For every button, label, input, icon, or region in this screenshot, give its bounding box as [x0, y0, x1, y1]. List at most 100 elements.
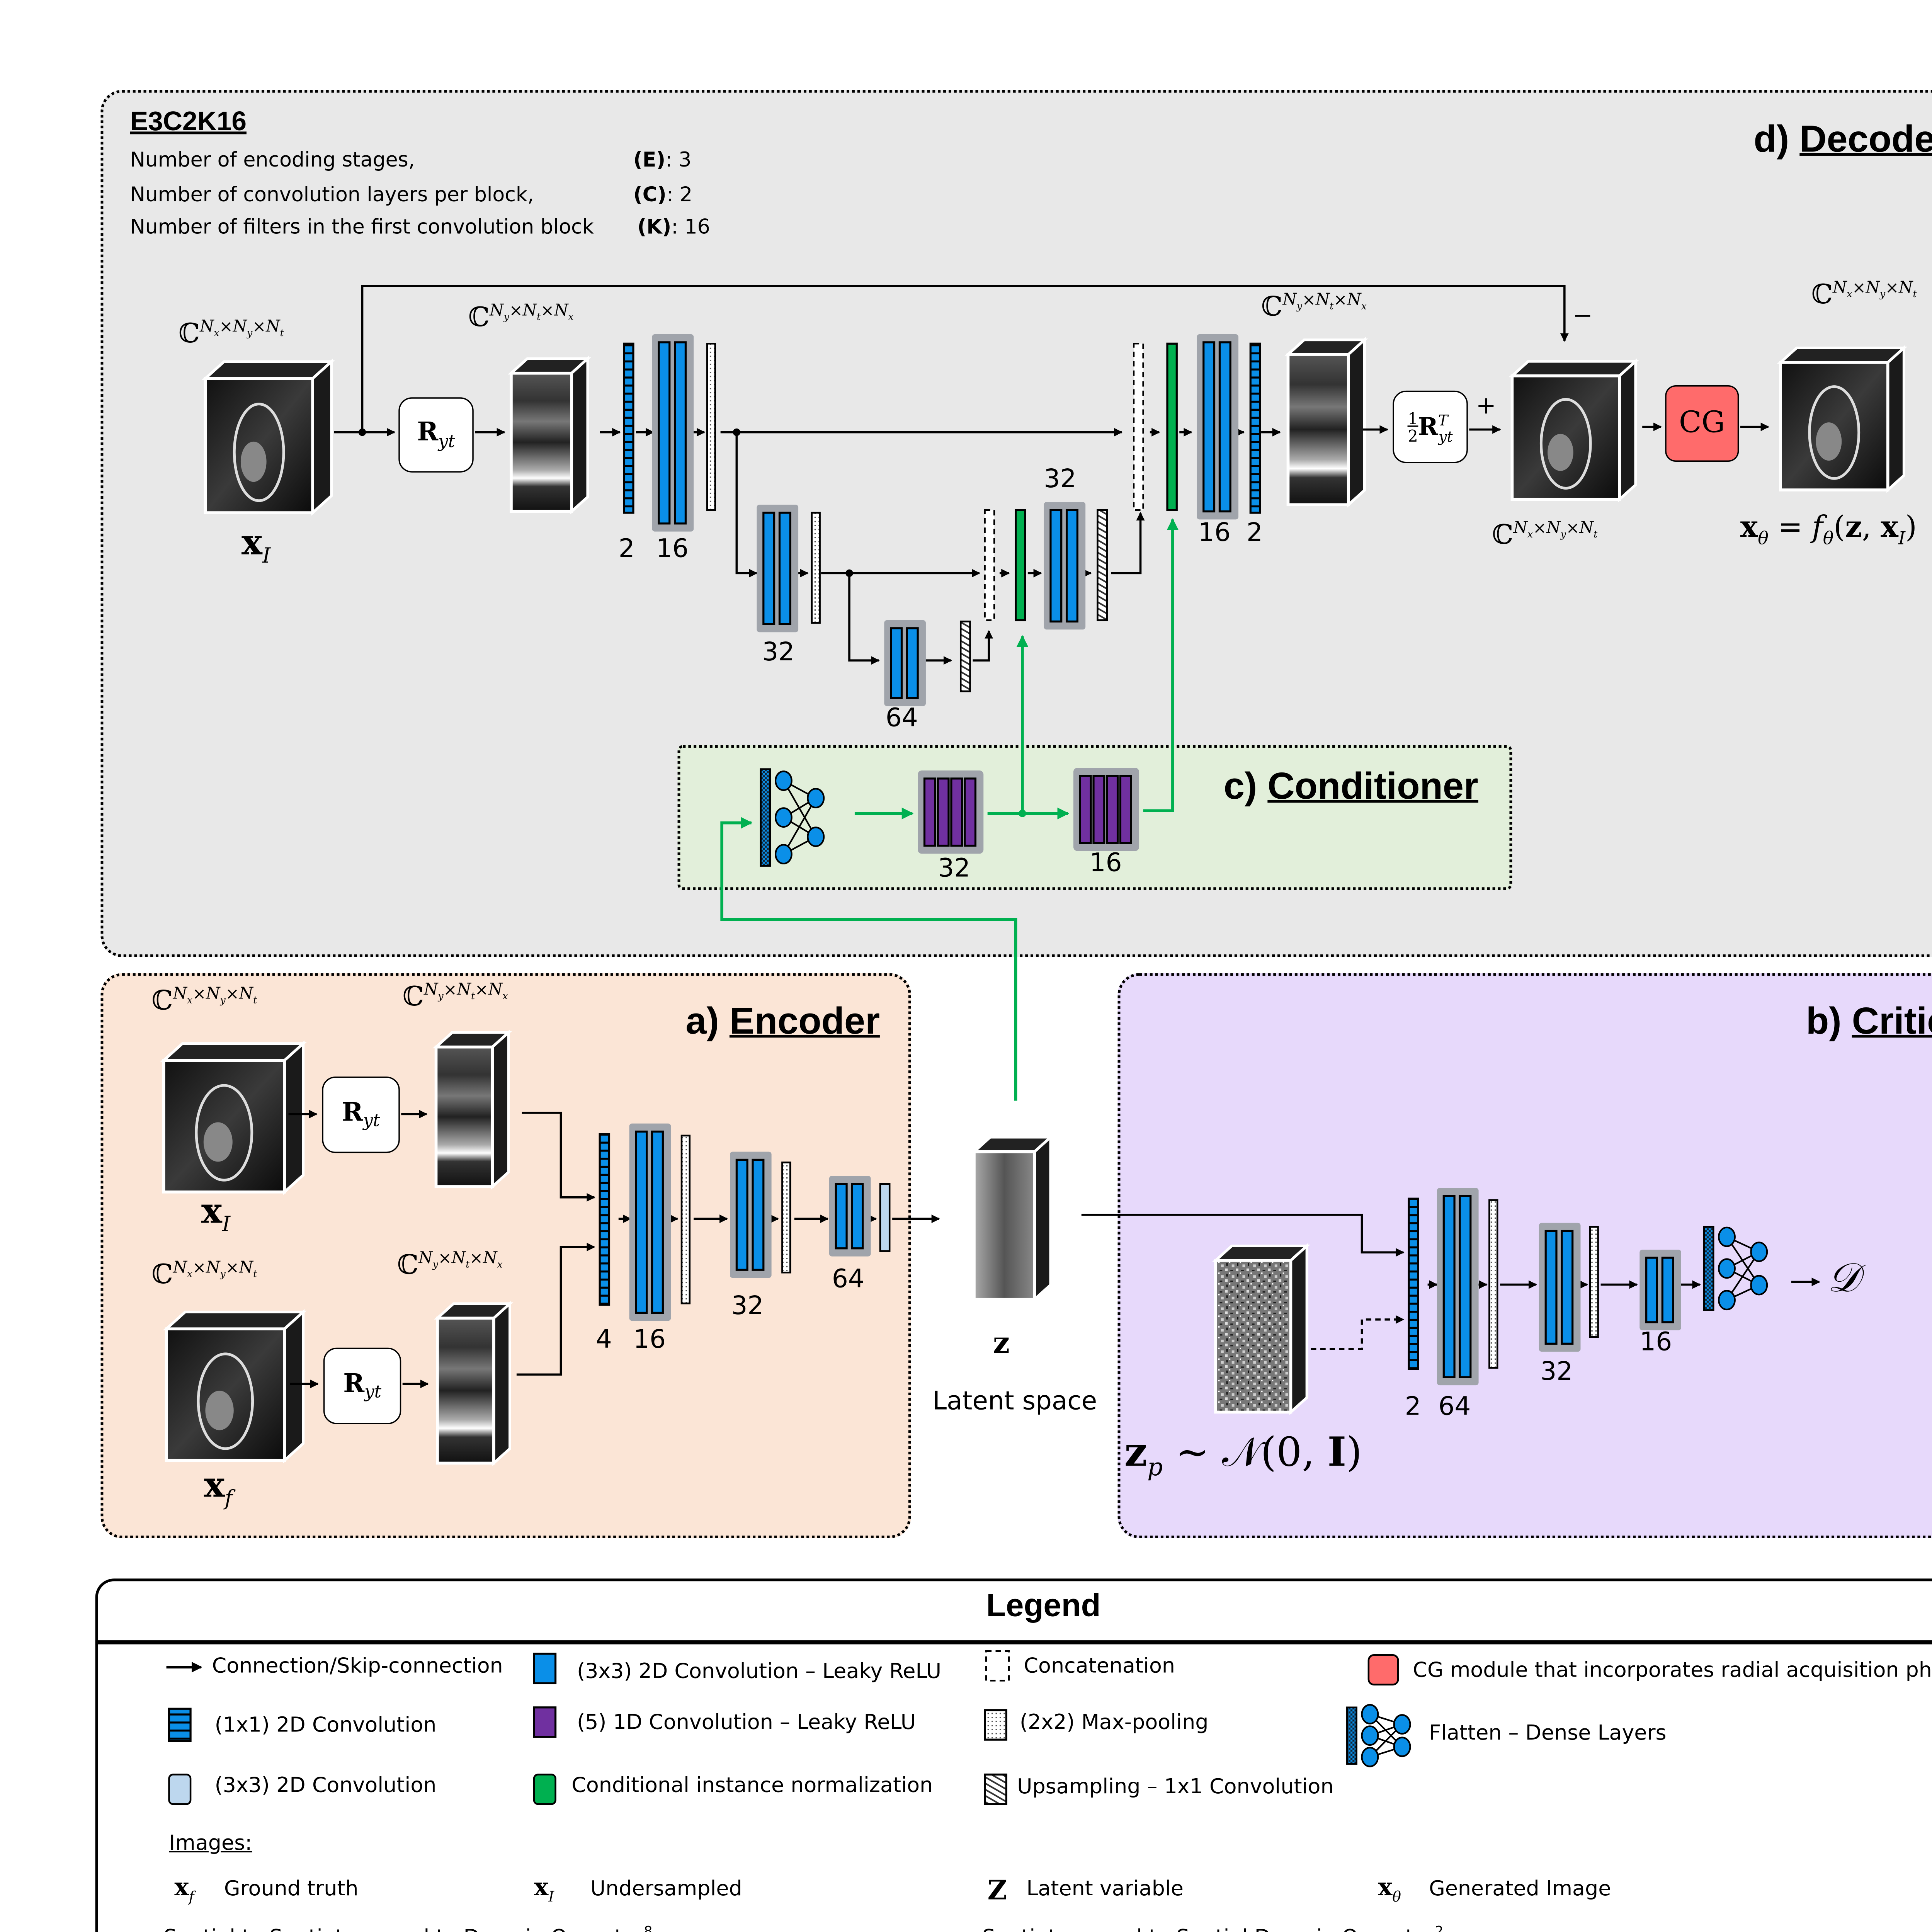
dense-neuron — [1750, 1275, 1768, 1296]
encoder-title: a) Encoder — [685, 1000, 880, 1042]
cube-side-face — [1347, 337, 1366, 508]
unet-enc2-count: 32 — [762, 638, 795, 667]
encoder-xf-yt-volume — [434, 1301, 514, 1466]
legend-xi-label: Undersampled — [590, 1876, 742, 1901]
cube-top-face — [160, 1042, 307, 1062]
critic-in-1x1-count: 2 — [1405, 1392, 1421, 1422]
conditioner-conv1d-block2 — [1073, 768, 1139, 851]
anatomy-structure — [240, 441, 267, 482]
config-row-conv-layers: Number of convolution layers per block, — [130, 182, 534, 207]
cube-side-face — [311, 359, 333, 516]
cube-front-face — [1214, 1259, 1293, 1414]
legend-label-cg-module: CG module that incorporates radial acqui… — [1413, 1658, 1932, 1682]
unet-in-1x1-count: 2 — [618, 534, 635, 564]
encoder-xi-yt-volume — [432, 1029, 512, 1190]
prior-noise-volume — [1212, 1243, 1311, 1415]
cube-side-face — [283, 1040, 305, 1195]
dense-neuron — [1718, 1258, 1736, 1279]
legend-label-conv3x3: (3x3) 2D Convolution — [214, 1773, 437, 1798]
decoder-output-volume — [1777, 345, 1908, 493]
decoder-ups1 — [959, 621, 971, 692]
cg-module: CG — [1665, 385, 1739, 462]
conv-layer — [1049, 509, 1063, 623]
dense-neuron — [807, 788, 825, 808]
conv-layer — [1065, 509, 1078, 623]
cube-front-face — [1286, 353, 1350, 507]
legend-panel — [95, 1578, 1932, 1932]
unet-enc1-count: 16 — [656, 534, 689, 564]
cube-front-face — [510, 371, 573, 513]
conv1d-layer — [1106, 775, 1119, 844]
legend-z-symbol: Z — [987, 1874, 1007, 1906]
cube-top-face — [1777, 346, 1908, 364]
encoder-xf-volume — [163, 1309, 307, 1464]
legend-maxpool-icon — [984, 1709, 1007, 1741]
decoder-enc1-block — [652, 334, 694, 532]
decoder-input-volume — [202, 359, 335, 516]
legend-label-conv1d-lrelu: (5) 1D Convolution – Leaky ReLU — [577, 1710, 916, 1735]
cube-top-face — [163, 1310, 307, 1330]
encoder-block1 — [629, 1123, 671, 1321]
conv-layer — [835, 1183, 848, 1250]
anatomy-outline — [197, 1352, 254, 1450]
encoder-block1-count: 16 — [633, 1325, 666, 1355]
critic-block2-count: 32 — [1540, 1357, 1573, 1387]
anatomy-outline — [1539, 398, 1592, 490]
encoder-block2-count: 32 — [731, 1291, 764, 1321]
conv1d-layer — [1119, 775, 1132, 844]
cube-top-face — [1509, 360, 1639, 378]
conv-layer — [762, 512, 776, 625]
critic-output-symbol: 𝒟 — [1827, 1255, 1860, 1302]
dense-neuron — [774, 844, 793, 865]
conv-layer — [635, 1130, 648, 1314]
conv-layer — [752, 1158, 765, 1271]
encoder-conv3x3-out — [879, 1183, 891, 1252]
cube-front-face — [436, 1316, 495, 1465]
conv-layer — [1661, 1257, 1674, 1323]
legend-divider — [95, 1640, 1932, 1645]
critic-prior-formula: zp ∼ 𝒩(0, I) — [1124, 1429, 1362, 1482]
legend-title: Legend — [986, 1588, 1101, 1624]
conditioner-conv1d-block1 — [918, 770, 984, 854]
legend-icons — [166, 1650, 1399, 1805]
conv1d-layer — [950, 777, 963, 847]
decoder-mid-volume — [1509, 358, 1639, 503]
legend-label-maxpool: (2x2) Max-pooling — [1020, 1710, 1209, 1735]
conv-layer — [1544, 1230, 1558, 1345]
legend-label-upsampling: Upsampling – 1x1 Convolution — [1017, 1774, 1334, 1799]
encoder-bottom-ryt-operator: Ryt — [323, 1347, 401, 1424]
unet-dec1-count: 16 — [1198, 518, 1231, 548]
cube-side-face — [1618, 358, 1637, 503]
legend-cond-instance-norm-icon — [533, 1774, 556, 1805]
minus-sign: − — [1572, 302, 1593, 330]
critic-in-1x1-conv — [1408, 1197, 1419, 1370]
junction-dot — [1019, 810, 1026, 817]
decoder-out-space: ℂNx×Ny×Nt — [1811, 278, 1917, 310]
critic-block1 — [1437, 1188, 1479, 1386]
flatten-layer — [1703, 1226, 1714, 1311]
anatomy-structure — [1548, 434, 1573, 471]
encoder-bottom-label: xf — [204, 1466, 233, 1510]
encoder-top-yt-space: ℂNy×Nt×Nx — [402, 980, 508, 1012]
cube-side-face — [1289, 1243, 1308, 1415]
encoder-bottom-space: ℂNx×Ny×Nt — [151, 1258, 257, 1290]
encoder-block2 — [730, 1151, 772, 1278]
dense-neuron — [774, 807, 793, 828]
unet-out-1x1-count: 2 — [1246, 518, 1263, 548]
conv-layer — [1218, 341, 1231, 513]
cube-front-face — [434, 1045, 494, 1188]
decoder-mid-space: ℂNx×Ny×Nt — [1492, 518, 1598, 551]
dense-neuron — [807, 827, 825, 847]
residual-skip-connection — [361, 285, 1569, 432]
cube-side-face — [1886, 345, 1905, 493]
conv-layer — [1442, 1195, 1456, 1378]
conditioner-title: c) Conditioner — [1223, 765, 1478, 807]
decoder-output-formula: xθ = fθ(z, xI) — [1740, 510, 1917, 550]
decoder-yt-space: ℂNy×Nt×Nx — [468, 301, 574, 333]
config-row-filters: Number of filters in the first convoluti… — [130, 214, 594, 239]
conv-layer — [735, 1158, 748, 1271]
dense-neuron — [1361, 1704, 1379, 1725]
latent-volume — [970, 1134, 1054, 1303]
